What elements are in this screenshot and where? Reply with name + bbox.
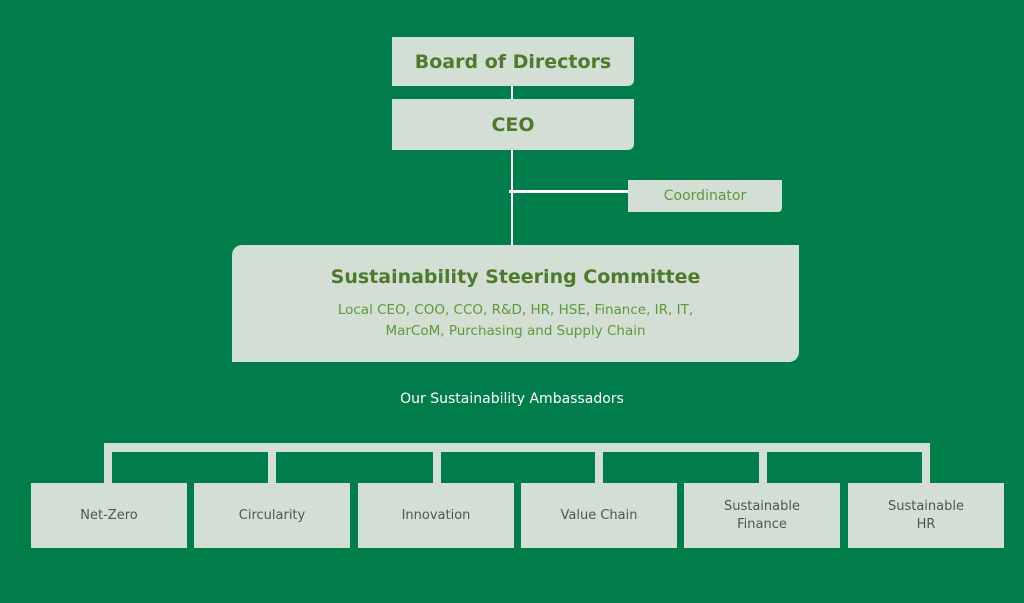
ambassador-label-2: HR (916, 516, 936, 532)
ceo-box: CEO (392, 99, 634, 150)
connector-board-ceo (511, 86, 513, 99)
ambassador-value-chain: Value Chain (521, 483, 677, 548)
ambassador-circularity: Circularity (194, 483, 350, 548)
committee-members-line2: MarCoM, Purchasing and Supply Chain (385, 322, 646, 339)
ambassador-sustainable-hr: Sustainable HR (848, 483, 1004, 548)
ambassador-label: Sustainable (723, 498, 800, 514)
coordinator-box: Coordinator (628, 180, 782, 212)
bracket-drop-6 (922, 443, 930, 483)
ambassador-innovation: Innovation (358, 483, 514, 548)
bracket-drop-5 (759, 443, 767, 483)
connector-coordinator (509, 190, 628, 193)
coordinator-label: Coordinator (663, 188, 747, 204)
ambassador-sustainable-finance: Sustainable Finance (684, 483, 840, 548)
ambassador-label: Circularity (238, 507, 306, 523)
committee-members: Local CEO, COO, CCO, R&D, HR, HSE, Finan… (316, 300, 716, 342)
connector-ceo-committee (511, 150, 513, 245)
bracket-drop-4 (595, 443, 603, 483)
board-label: Board of Directors (414, 50, 612, 73)
ambassador-net-zero: Net-Zero (31, 483, 187, 548)
bracket-drop-3 (433, 443, 441, 483)
ambassador-label: Sustainable (887, 498, 964, 514)
ambassador-label-2: Finance (737, 516, 787, 532)
bracket-drop-1 (104, 443, 112, 483)
bracket-drop-2 (268, 443, 276, 483)
committee-title: Sustainability Steering Committee (330, 265, 701, 288)
steering-committee-box: Sustainability Steering Committee Local … (232, 245, 799, 362)
ambassador-label: Innovation (401, 507, 471, 523)
ambassadors-bracket-bar (104, 443, 930, 452)
ceo-label: CEO (491, 113, 535, 136)
board-of-directors-box: Board of Directors (392, 37, 634, 86)
ambassador-label: Value Chain (560, 507, 638, 523)
ambassador-label: Net-Zero (80, 507, 138, 523)
committee-members-line1: Local CEO, COO, CCO, R&D, HR, HSE, Finan… (337, 301, 694, 318)
ambassadors-title: Our Sustainability Ambassadors (400, 391, 624, 407)
